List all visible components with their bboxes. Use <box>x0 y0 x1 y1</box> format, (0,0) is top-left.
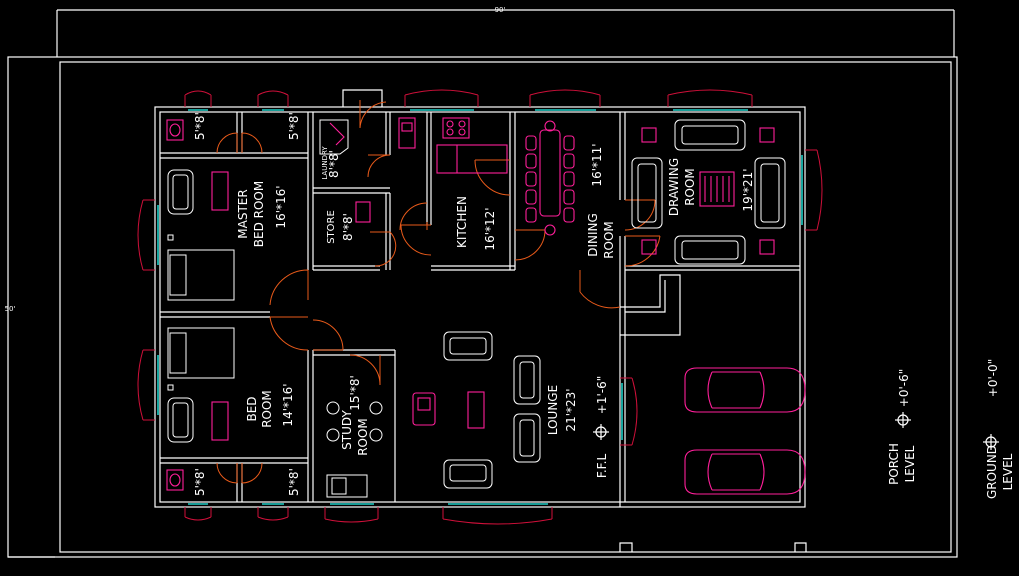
service-fixtures <box>319 117 508 223</box>
dining-name1: DINING <box>586 213 600 257</box>
lounge-furniture <box>412 331 541 489</box>
ffl-label: F.F.L <box>595 454 609 479</box>
drawing-furniture <box>631 119 786 265</box>
bed-room-size: 14'*16' <box>281 383 295 426</box>
plot-boundary <box>7 9 958 558</box>
doors <box>216 100 661 484</box>
ground-label1: GROUND <box>985 445 999 499</box>
kitchen-size: 16'*12' <box>483 207 497 250</box>
laundry-name: LAUNDRY <box>321 146 329 180</box>
dining-name2: ROOM <box>602 221 616 259</box>
bath-bl-size: 5'*8' <box>193 468 207 496</box>
lounge-size: 21'*23' <box>564 388 578 431</box>
master-bed-size: 16'*16' <box>274 185 288 228</box>
ffl-value: +1'-6" <box>595 376 609 414</box>
drawing-size: 19'*21' <box>741 168 755 211</box>
dining-table <box>525 120 575 236</box>
study-name1: STUDY <box>340 410 354 450</box>
master-bed-name2: BED ROOM <box>252 181 266 247</box>
bath-fixtures <box>166 119 184 491</box>
porch-label2: LEVEL <box>903 445 917 482</box>
bath-tl-size: 5'*8' <box>193 112 207 140</box>
bedroom-furniture <box>167 169 235 443</box>
master-bed-name1: MASTER <box>236 189 250 238</box>
drawing-name2: ROOM <box>683 168 697 206</box>
width-dimension: 90' <box>495 6 506 14</box>
porch-value: +0'-6" <box>897 369 911 407</box>
bed-room-name1: BED <box>245 396 259 421</box>
building-walls <box>154 89 806 508</box>
ground-label2: LEVEL <box>1001 453 1015 490</box>
study-name2: ROOM <box>356 418 370 456</box>
level-marker-symbols <box>593 412 999 450</box>
laundry-size: 8'*8' <box>327 150 341 178</box>
dining-size: 16'*11' <box>590 143 604 186</box>
study-furniture <box>326 401 383 498</box>
bath-br-size: 5'*8' <box>287 468 301 496</box>
store-size: 8'*8' <box>341 213 355 241</box>
store-name: STORE <box>326 210 337 244</box>
ground-value: +0'-0" <box>986 359 1000 397</box>
height-dimension: 50' <box>5 305 16 313</box>
windows <box>137 89 823 525</box>
lounge-name: LOUNGE <box>546 385 560 435</box>
car-icons <box>684 367 806 495</box>
study-size: 15'*8' <box>348 375 362 411</box>
bath-tr-size: 5'*8' <box>287 112 301 140</box>
bed-room-name2: ROOM <box>260 390 274 428</box>
drawing-name1: DRAWING <box>667 158 681 216</box>
porch-label1: PORCH <box>887 443 901 485</box>
kitchen-name: KITCHEN <box>455 196 469 248</box>
